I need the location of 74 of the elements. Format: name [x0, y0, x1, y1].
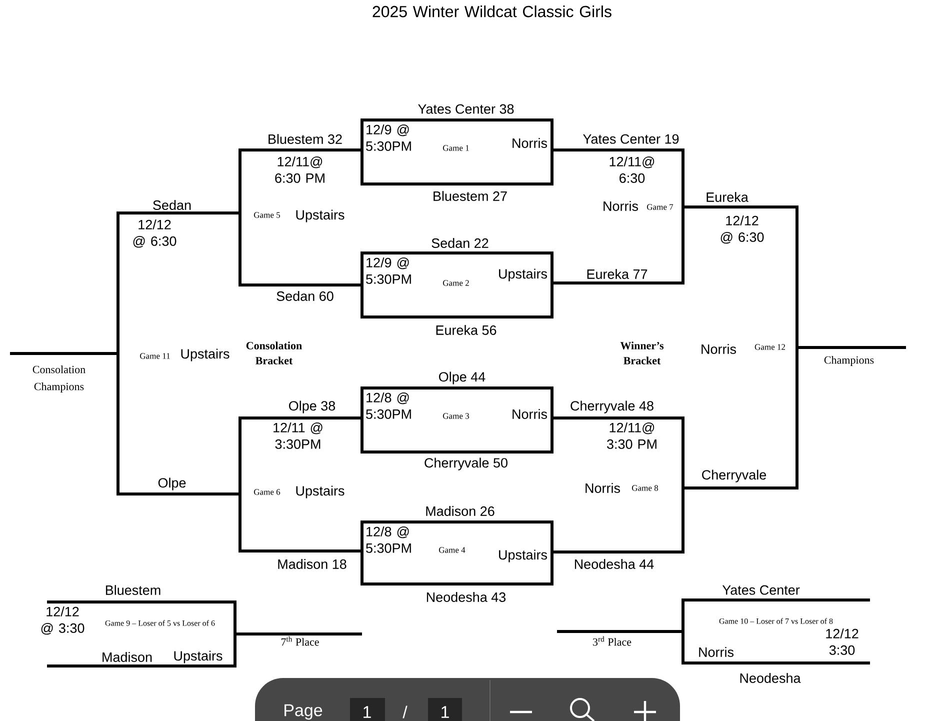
venue-label: Norris: [702, 344, 736, 354]
team-score-label: Yates Center 19: [583, 134, 679, 144]
game-label: Game 10 – Loser of 7 vs Loser of 8: [719, 618, 833, 624]
game-label: Game 6: [254, 489, 280, 495]
venue-label: Upstairs: [296, 210, 344, 222]
page-separator: /: [402, 706, 408, 718]
game-label: Game 1: [443, 145, 469, 151]
team-label: Yates Center: [722, 585, 800, 595]
team-label: Sedan: [153, 200, 191, 210]
team-score-label: Bluestem 32: [268, 134, 342, 144]
team-label: Olpe: [158, 478, 186, 490]
edge-label: 3$^{rd}$ Place: [593, 636, 632, 646]
date-label: 12/11@ 6:30 PM: [275, 156, 324, 183]
venue-label: Upstairs: [296, 486, 344, 498]
team-score-label: Yates Center 38: [418, 104, 514, 114]
game-label: Game 7: [647, 204, 674, 210]
date-label: 12/12 @ 3:30: [41, 606, 84, 635]
team-label: Eureka: [706, 192, 748, 202]
team-score-label: Neodesha 43: [426, 592, 506, 602]
bracket-line: [10, 352, 116, 355]
edge-label: Consolation Champions: [32, 366, 86, 392]
date-label: 12/12 3:30: [826, 628, 858, 655]
game-label: Game 3: [443, 413, 470, 419]
team-label: Cherryvale: [702, 470, 766, 482]
page-label: Page: [284, 704, 322, 720]
team-score-label: Sedan 60: [276, 291, 334, 301]
edge-label: 7$^{th}$ Place: [281, 636, 319, 646]
venue-label: Norris: [512, 138, 547, 148]
game-label: Game 4: [439, 547, 466, 553]
venue-label: Upstairs: [499, 268, 547, 282]
date-label: 12/9 @ 5:30PM: [366, 258, 411, 284]
title: 2025 Winter Wildcat Classic Girls: [372, 6, 612, 18]
page-number: 1: [364, 706, 371, 718]
venue-label: Norris: [512, 409, 547, 419]
team-score-label: Olpe 38: [289, 400, 336, 414]
team-score-label: Cherryvale 50: [424, 458, 508, 470]
edge-label: Champions: [824, 356, 874, 366]
game-label: Game 8: [632, 485, 658, 491]
game-label: Game 2: [443, 280, 469, 286]
game-label: Game 12: [754, 344, 785, 350]
game-label: Game 5: [254, 212, 280, 218]
venue-label: Upstairs: [174, 650, 222, 664]
team-score-label: Olpe 44: [439, 372, 486, 384]
date-label: 12/12 @ 6:30: [133, 220, 176, 248]
team-label: Neodesha: [740, 673, 801, 683]
bracket-line: [557, 630, 682, 633]
bracket-label: Winner’s Bracket: [620, 342, 664, 364]
team-score-label: Sedan 22: [432, 238, 488, 248]
bracket-line: [798, 346, 906, 349]
date-label: 12/8 @ 5:30PM: [366, 526, 411, 553]
game-label: Game 11: [140, 353, 170, 359]
team-score-label: Madison 26: [426, 506, 494, 516]
page-count: 1: [442, 706, 449, 718]
team-score-label: Bluestem 27: [434, 191, 507, 201]
team-score-label: Neodesha 44: [574, 559, 654, 569]
venue-label: Upstairs: [181, 348, 230, 362]
venue-label: Norris: [604, 201, 638, 211]
date-label: 12/12 @ 6:30: [720, 216, 764, 244]
date-label: 12/11@ 3:30 PM: [607, 422, 656, 449]
date-label: 12/9 @ 5:30PM: [366, 124, 411, 151]
team-score-label: Madison 18: [278, 559, 346, 569]
team-score-label: Eureka 56: [436, 325, 496, 335]
bracket-line: [236, 632, 362, 636]
game-label: Game 9 – Loser of 5 vs Loser of 6: [105, 620, 215, 626]
team-score-label: Cherryvale 48: [570, 400, 654, 414]
venue-label: Upstairs: [499, 550, 547, 562]
date-label: 12/11@ 6:30: [610, 156, 654, 183]
team-label: Bluestem: [106, 585, 160, 595]
venue-label: Norris: [586, 483, 620, 493]
date-label: 12/8 @ 5:30PM: [366, 392, 411, 419]
team-label: Norris: [699, 647, 734, 657]
team-label: Madison: [102, 652, 152, 662]
date-label: 12/11 @ 3:30PM: [274, 422, 322, 449]
team-score-label: Eureka 77: [587, 269, 648, 279]
